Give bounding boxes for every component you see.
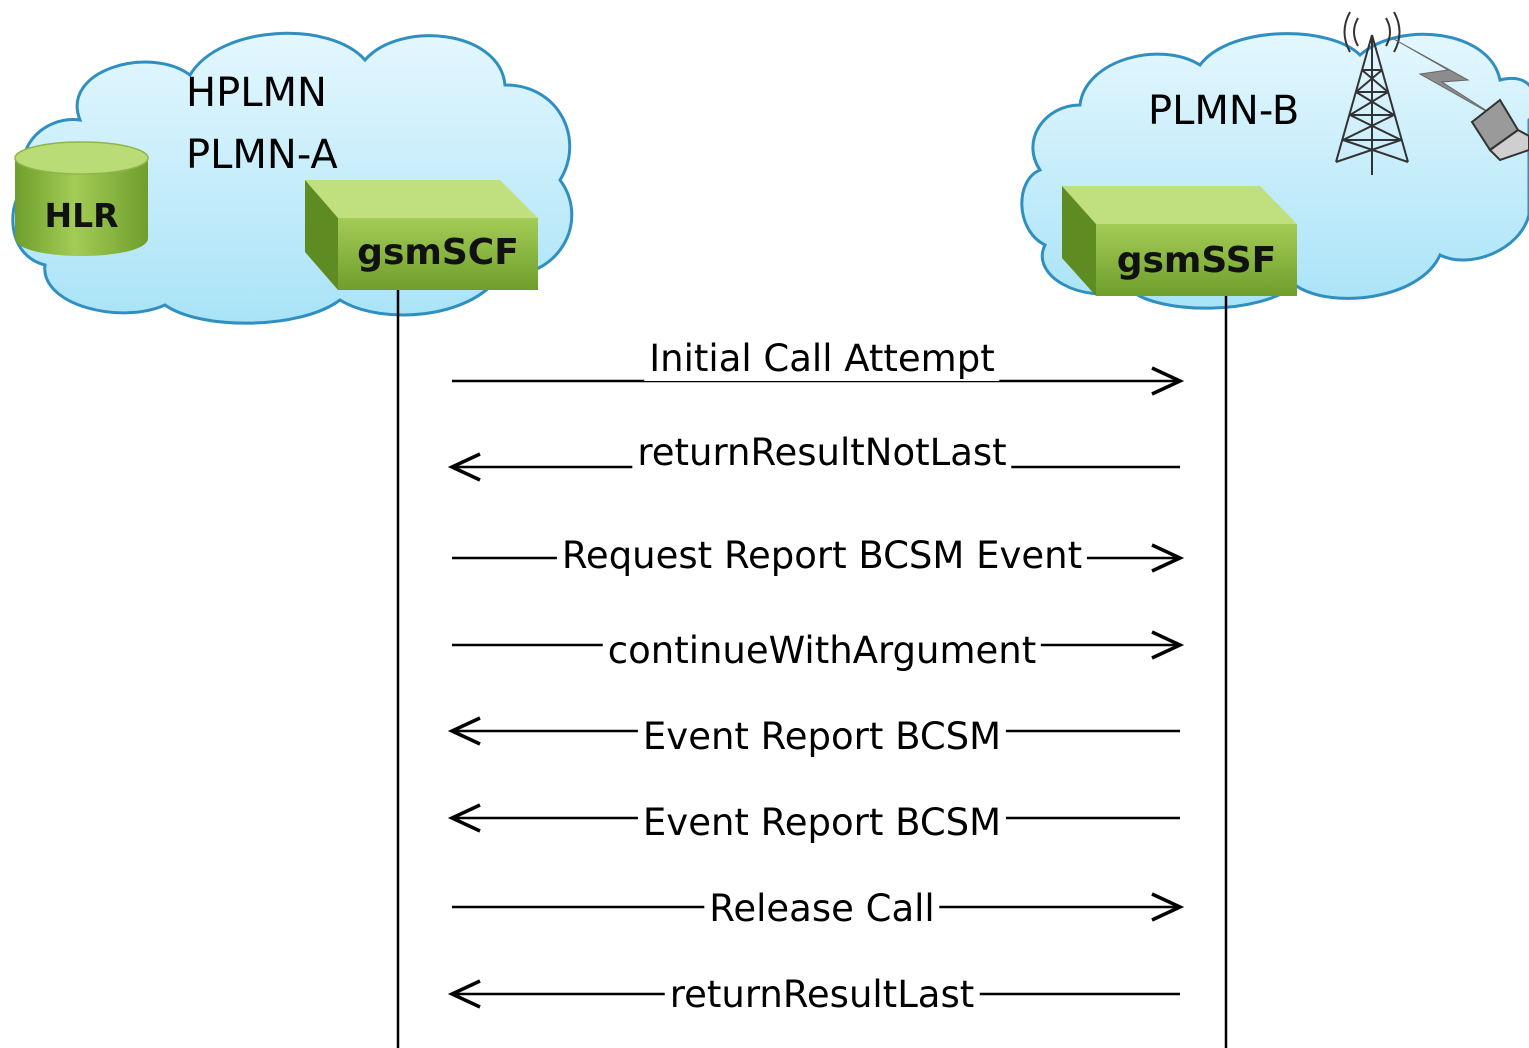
plmn-b-title: PLMN-B bbox=[1148, 88, 1300, 134]
radio-tower-icon bbox=[1335, 11, 1409, 175]
arrowhead-icon bbox=[447, 452, 481, 482]
arrowhead-icon bbox=[1151, 543, 1185, 573]
message-label: Event Report BCSM bbox=[637, 715, 1007, 759]
cube-icon bbox=[1062, 186, 1297, 296]
arrowhead-icon bbox=[447, 979, 481, 1009]
hlr-label: HLR bbox=[44, 196, 119, 235]
arrowhead-icon bbox=[1151, 892, 1185, 922]
cube-icon bbox=[305, 180, 538, 290]
message-label: continueWithArgument bbox=[602, 629, 1042, 673]
laptop-icon bbox=[1470, 98, 1529, 162]
message-label: Initial Call Attempt bbox=[644, 337, 1000, 381]
message-label: Event Report BCSM bbox=[637, 801, 1007, 845]
plmn-a-title: PLMN-A bbox=[186, 132, 338, 178]
gsmscf-label: gsmSCF bbox=[357, 232, 519, 273]
arrowhead-icon bbox=[447, 716, 481, 746]
arrowhead-icon bbox=[1151, 366, 1185, 396]
message-label: Request Report BCSM Event bbox=[556, 534, 1088, 578]
message-label: returnResultLast bbox=[664, 973, 980, 1017]
message-label: returnResultNotLast bbox=[632, 431, 1012, 475]
gsmssf-label: gsmSSF bbox=[1116, 240, 1277, 281]
database-icon bbox=[14, 141, 149, 256]
arrowhead-icon bbox=[1151, 630, 1185, 660]
arrowhead-icon bbox=[447, 803, 481, 833]
message-label: Release Call bbox=[704, 887, 940, 931]
hplmn-title: HPLMN bbox=[186, 70, 327, 116]
